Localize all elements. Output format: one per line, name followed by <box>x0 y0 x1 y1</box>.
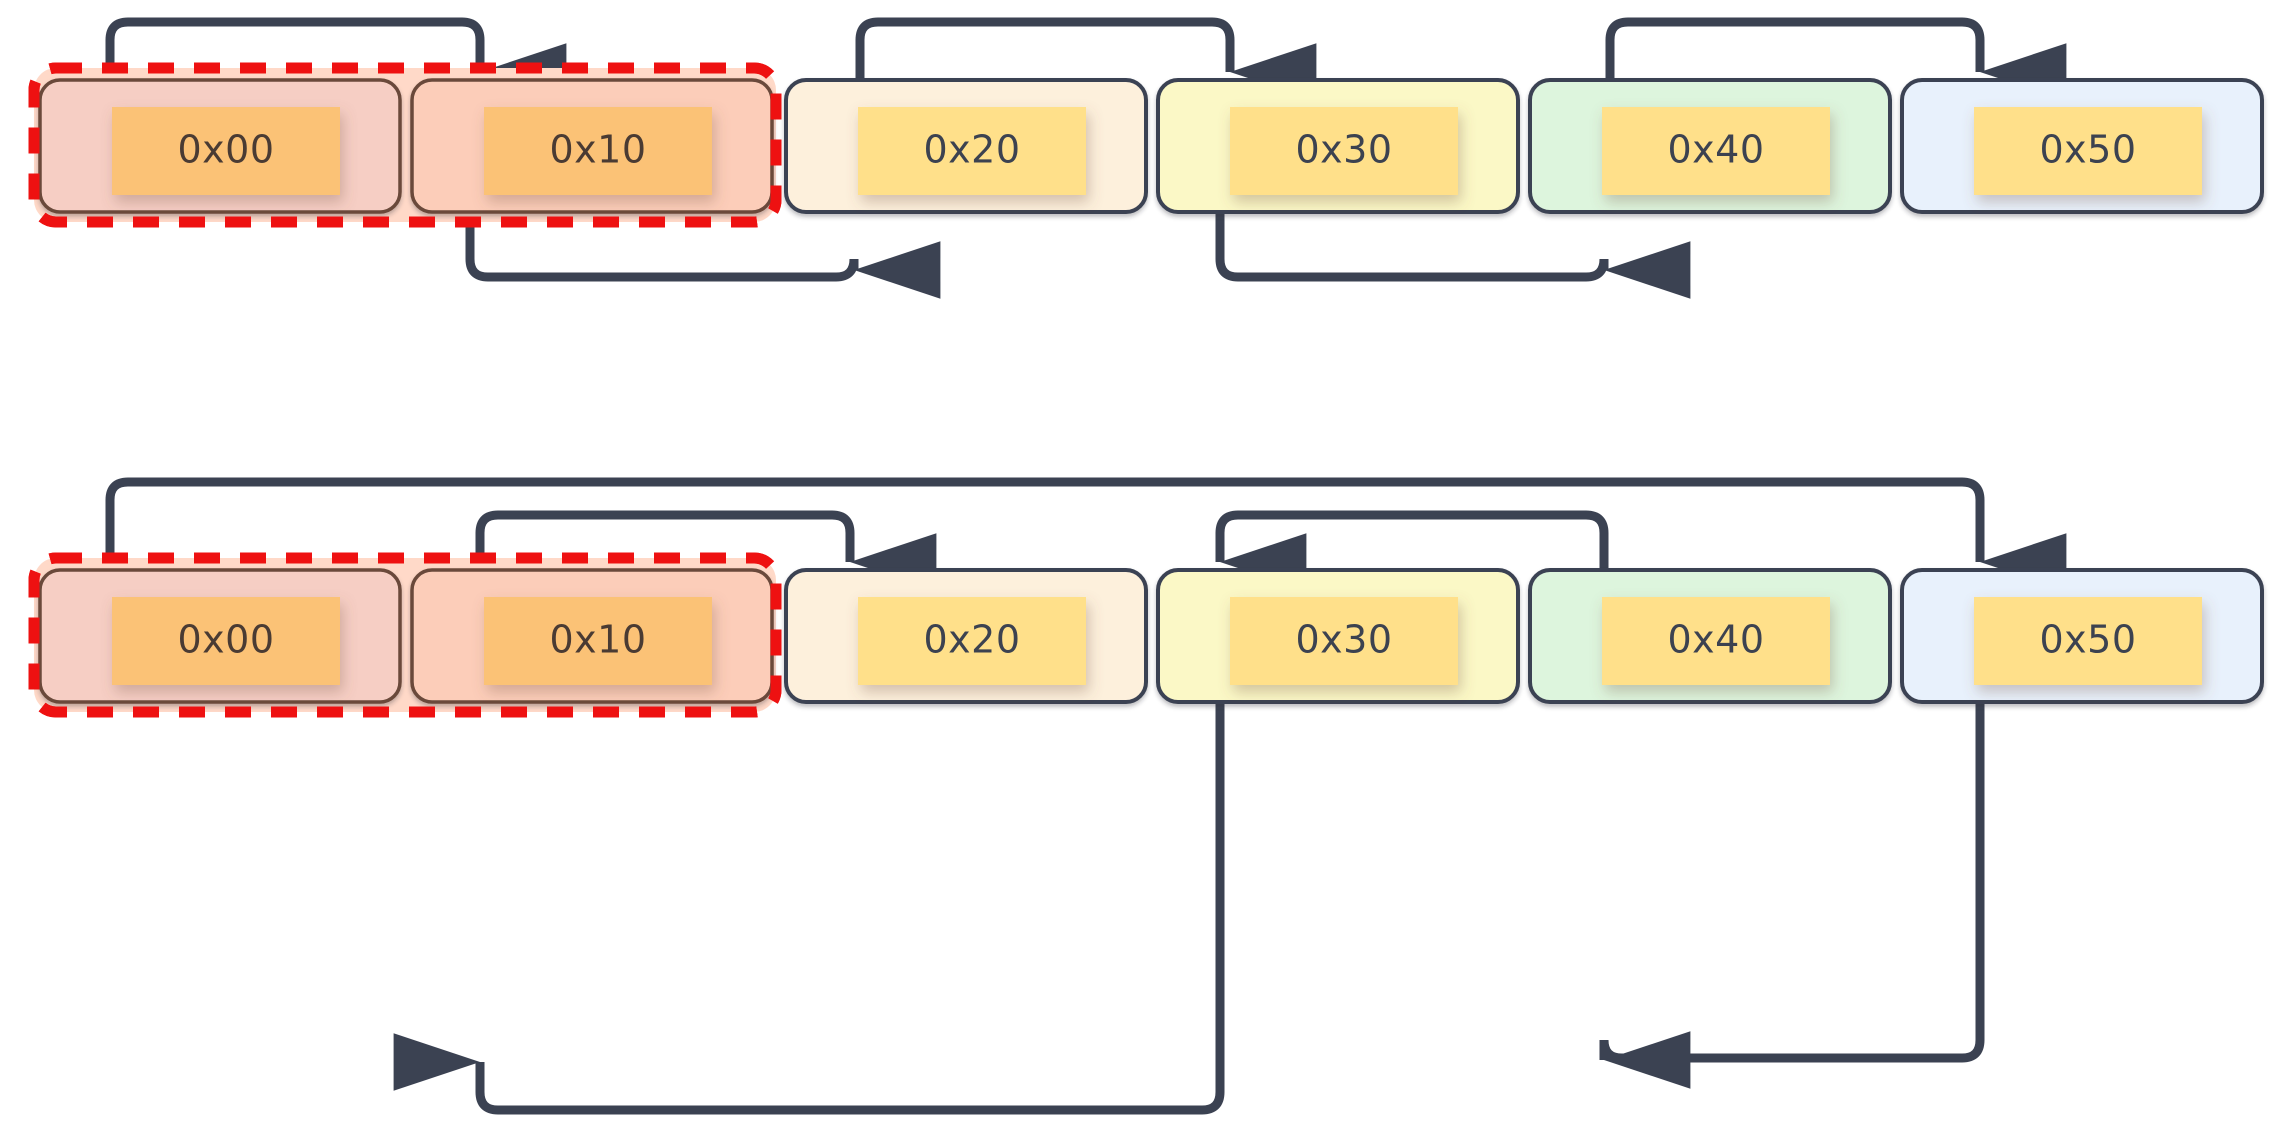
row-top-arrows-below <box>465 200 1691 299</box>
memory-cell-top-0[interactable]: 0x00 <box>38 78 402 214</box>
memory-cell-top-5[interactable]: 0x50 <box>1900 78 2264 214</box>
memory-cell-label: 0x40 <box>1667 128 1764 172</box>
memory-cell-label: 0x00 <box>177 618 274 662</box>
row-bottom-cells: 0x00 0x10 0x20 0x30 <box>38 568 2264 704</box>
memory-cell-bottom-4[interactable]: 0x40 <box>1528 568 1892 704</box>
arrow-top-0x00-to-0x50 <box>105 477 2067 605</box>
arrow-bottom-0x30-to-0x40 <box>1215 200 1691 299</box>
arrow-bottom-0x30-to-0x10 <box>393 690 1225 1115</box>
memory-cell-label: 0x50 <box>2039 128 2136 172</box>
memory-cell-bottom-1[interactable]: 0x10 <box>410 568 774 704</box>
memory-cell-bottom-3[interactable]: 0x30 <box>1156 568 1520 704</box>
memory-cell-label: 0x40 <box>1667 618 1764 662</box>
memory-cell-label: 0x50 <box>2039 618 2136 662</box>
row-bottom-arrows-below <box>393 690 1985 1115</box>
highlight-band-top-outline <box>28 62 782 228</box>
row-bottom-arrows-above <box>105 477 2067 605</box>
memory-cell-label: 0x00 <box>177 128 274 172</box>
row-top-cells: 0x00 0x10 0x20 0x30 <box>38 78 2264 214</box>
arrow-bottom-0x50-to-0x40 <box>1599 690 1985 1089</box>
memory-cell-label: 0x30 <box>1295 618 1392 662</box>
arrow-top-0x00-to-0x10 <box>105 17 567 115</box>
memory-cell-top-1[interactable]: 0x10 <box>410 78 774 214</box>
row-top: 0x00 0x10 0x20 0x30 <box>28 17 2264 299</box>
arrow-top-0x20-to-0x30 <box>855 17 1317 115</box>
arrow-top-0x40-to-0x30 <box>1215 510 1609 605</box>
memory-cell-top-2[interactable]: 0x20 <box>784 78 1148 214</box>
memory-cell-bottom-5[interactable]: 0x50 <box>1900 568 2264 704</box>
row-bottom: 0x00 0x10 0x20 0x30 <box>28 477 2264 1115</box>
arrow-top-0x40-to-0x50 <box>1605 17 2067 115</box>
memory-cell-label: 0x10 <box>549 128 646 172</box>
memory-cell-top-4[interactable]: 0x40 <box>1528 78 1892 214</box>
row-top-arrows-above <box>105 17 2067 115</box>
memory-cell-bottom-2[interactable]: 0x20 <box>784 568 1148 704</box>
memory-cell-label: 0x30 <box>1295 128 1392 172</box>
memory-cell-label: 0x20 <box>923 618 1020 662</box>
highlight-band-bottom-outline <box>28 552 782 718</box>
memory-cell-bottom-0[interactable]: 0x00 <box>38 568 402 704</box>
memory-cell-label: 0x10 <box>549 618 646 662</box>
memory-cell-top-3[interactable]: 0x30 <box>1156 78 1520 214</box>
memory-cell-label: 0x20 <box>923 128 1020 172</box>
arrow-bottom-0x10-to-0x20 <box>465 200 941 299</box>
arrow-top-0x10-to-0x20 <box>475 510 937 605</box>
